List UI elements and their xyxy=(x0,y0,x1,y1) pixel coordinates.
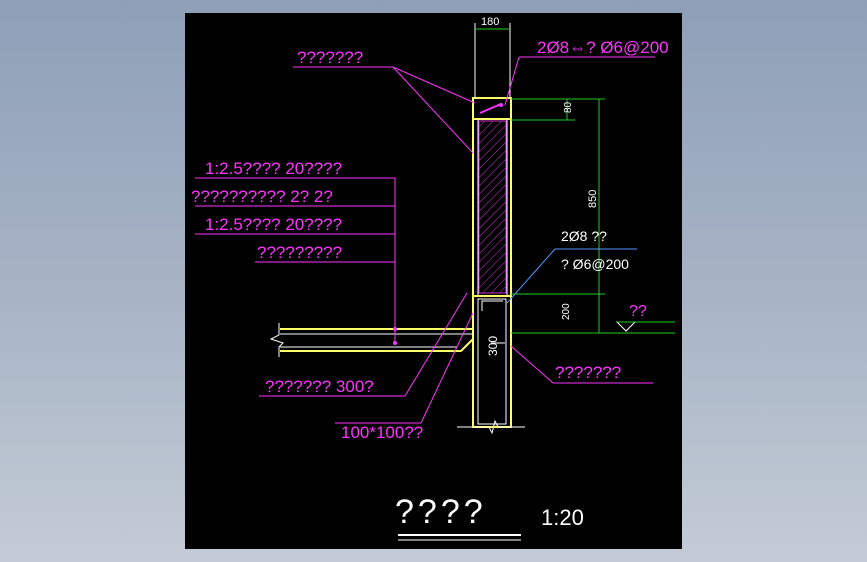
coping-beam xyxy=(472,97,512,120)
rebar-mid-label-1: 2Ø8 ?? xyxy=(561,228,607,244)
dim-200: 200 xyxy=(561,303,572,320)
masonry-hatch xyxy=(478,120,507,294)
layer-3-label: 1:2.5???? 20???? xyxy=(205,215,342,234)
level-mark-label: ?? xyxy=(629,303,647,320)
bottom-label: 100*100?? xyxy=(341,423,423,442)
dim-850: 850 xyxy=(587,190,599,208)
rebar-mid-label-2: ? Ø6@200 xyxy=(561,256,629,272)
dim-80: 80 xyxy=(563,101,574,113)
right-leader-label: ??????? xyxy=(555,363,621,382)
dim-top-180: 180 xyxy=(481,16,499,28)
layer-4-label: ????????? xyxy=(257,243,342,262)
section-drawing: 180 80 850 200 300 ?? 2Ø8⇔? Ø6@200 ?????… xyxy=(191,16,675,541)
layer-1-label: 1:2.5???? 20???? xyxy=(205,159,342,178)
rebar-top-label: 2Ø8⇔? Ø6@200 xyxy=(537,38,669,57)
slab-label: ??????? 300? xyxy=(265,377,374,396)
drawing-scale: 1:20 xyxy=(541,505,584,530)
ring-beam xyxy=(472,295,512,428)
leader-top-label: ??????? xyxy=(297,48,363,67)
cad-drawing-canvas: 180 80 850 200 300 ?? 2Ø8⇔? Ø6@200 ?????… xyxy=(185,13,682,549)
dim-300: 300 xyxy=(486,336,500,356)
drawing-title: ???? xyxy=(395,493,487,531)
layer-2-label: ?????????? 2? 2? xyxy=(191,187,333,206)
